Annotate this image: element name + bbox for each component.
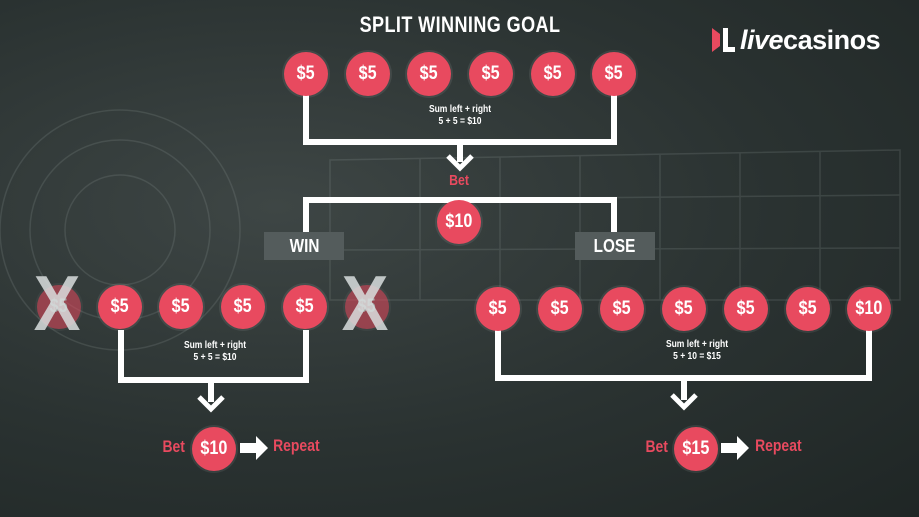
top-bet-chip: $10 <box>437 200 481 244</box>
win-sum-line1: Sum left + right <box>183 340 247 351</box>
top-chip-4: $5 <box>469 52 513 96</box>
top-chip-3: $5 <box>407 52 451 96</box>
win-bet-chip: $10 <box>192 427 236 471</box>
lose-chip-2: $5 <box>538 287 582 331</box>
lose-chip-1: $5 <box>476 287 520 331</box>
logo-casinos: casinos <box>783 24 881 55</box>
win-bet-label: Bet <box>162 437 185 456</box>
lose-chip-6: $5 <box>786 287 830 331</box>
lose-chip-3: $5 <box>600 287 644 331</box>
lose-chip-4: $5 <box>662 287 706 331</box>
win-repeat-label: Repeat <box>273 436 320 455</box>
top-chip-2: $5 <box>346 52 390 96</box>
win-chip-5: $5 <box>283 285 327 329</box>
cross-mark-left-icon: X <box>33 259 81 347</box>
top-chip-1: $5 <box>284 52 328 96</box>
win-chip-6-crossed: $5 <box>345 285 389 329</box>
top-chip-5: $5 <box>531 52 575 96</box>
win-chip-3: $5 <box>159 285 203 329</box>
page-title: SPLIT WINNING GOAL <box>359 12 561 37</box>
lose-sum-line2: 5 + 10 = $15 <box>673 351 721 362</box>
top-sum-label: Sum left + right 5 + 5 = $10 <box>409 104 511 128</box>
win-chip-4: $5 <box>221 285 265 329</box>
lose-repeat-label: Repeat <box>755 436 802 455</box>
lose-bet-chip: $15 <box>674 427 718 471</box>
lose-bet-label: Bet <box>645 437 668 456</box>
win-chip-2: $5 <box>98 285 142 329</box>
cross-mark-right-icon: X <box>341 259 389 347</box>
logo-mark-icon <box>710 24 736 56</box>
lose-sum-line1: Sum left + right <box>665 339 729 350</box>
win-branch-label: WIN <box>264 232 344 260</box>
brand-logo: livecasinos <box>710 22 881 58</box>
top-sum-line1: Sum left + right <box>428 104 492 115</box>
win-sum-label: Sum left + right 5 + 5 = $10 <box>164 340 266 364</box>
lose-branch-label: LOSE <box>575 232 655 260</box>
lose-chip-7: $10 <box>847 287 891 331</box>
win-sum-line2: 5 + 5 = $10 <box>193 352 237 363</box>
top-chip-6: $5 <box>592 52 636 96</box>
logo-text: livecasinos <box>740 24 881 56</box>
win-chip-1-crossed: $5 <box>37 285 81 329</box>
lose-chip-5: $5 <box>724 287 768 331</box>
top-bet-label: Bet <box>449 172 469 189</box>
lose-sum-label: Sum left + right 5 + 10 = $15 <box>646 339 748 363</box>
logo-live: live <box>740 24 784 55</box>
top-sum-line2: 5 + 5 = $10 <box>438 116 482 127</box>
